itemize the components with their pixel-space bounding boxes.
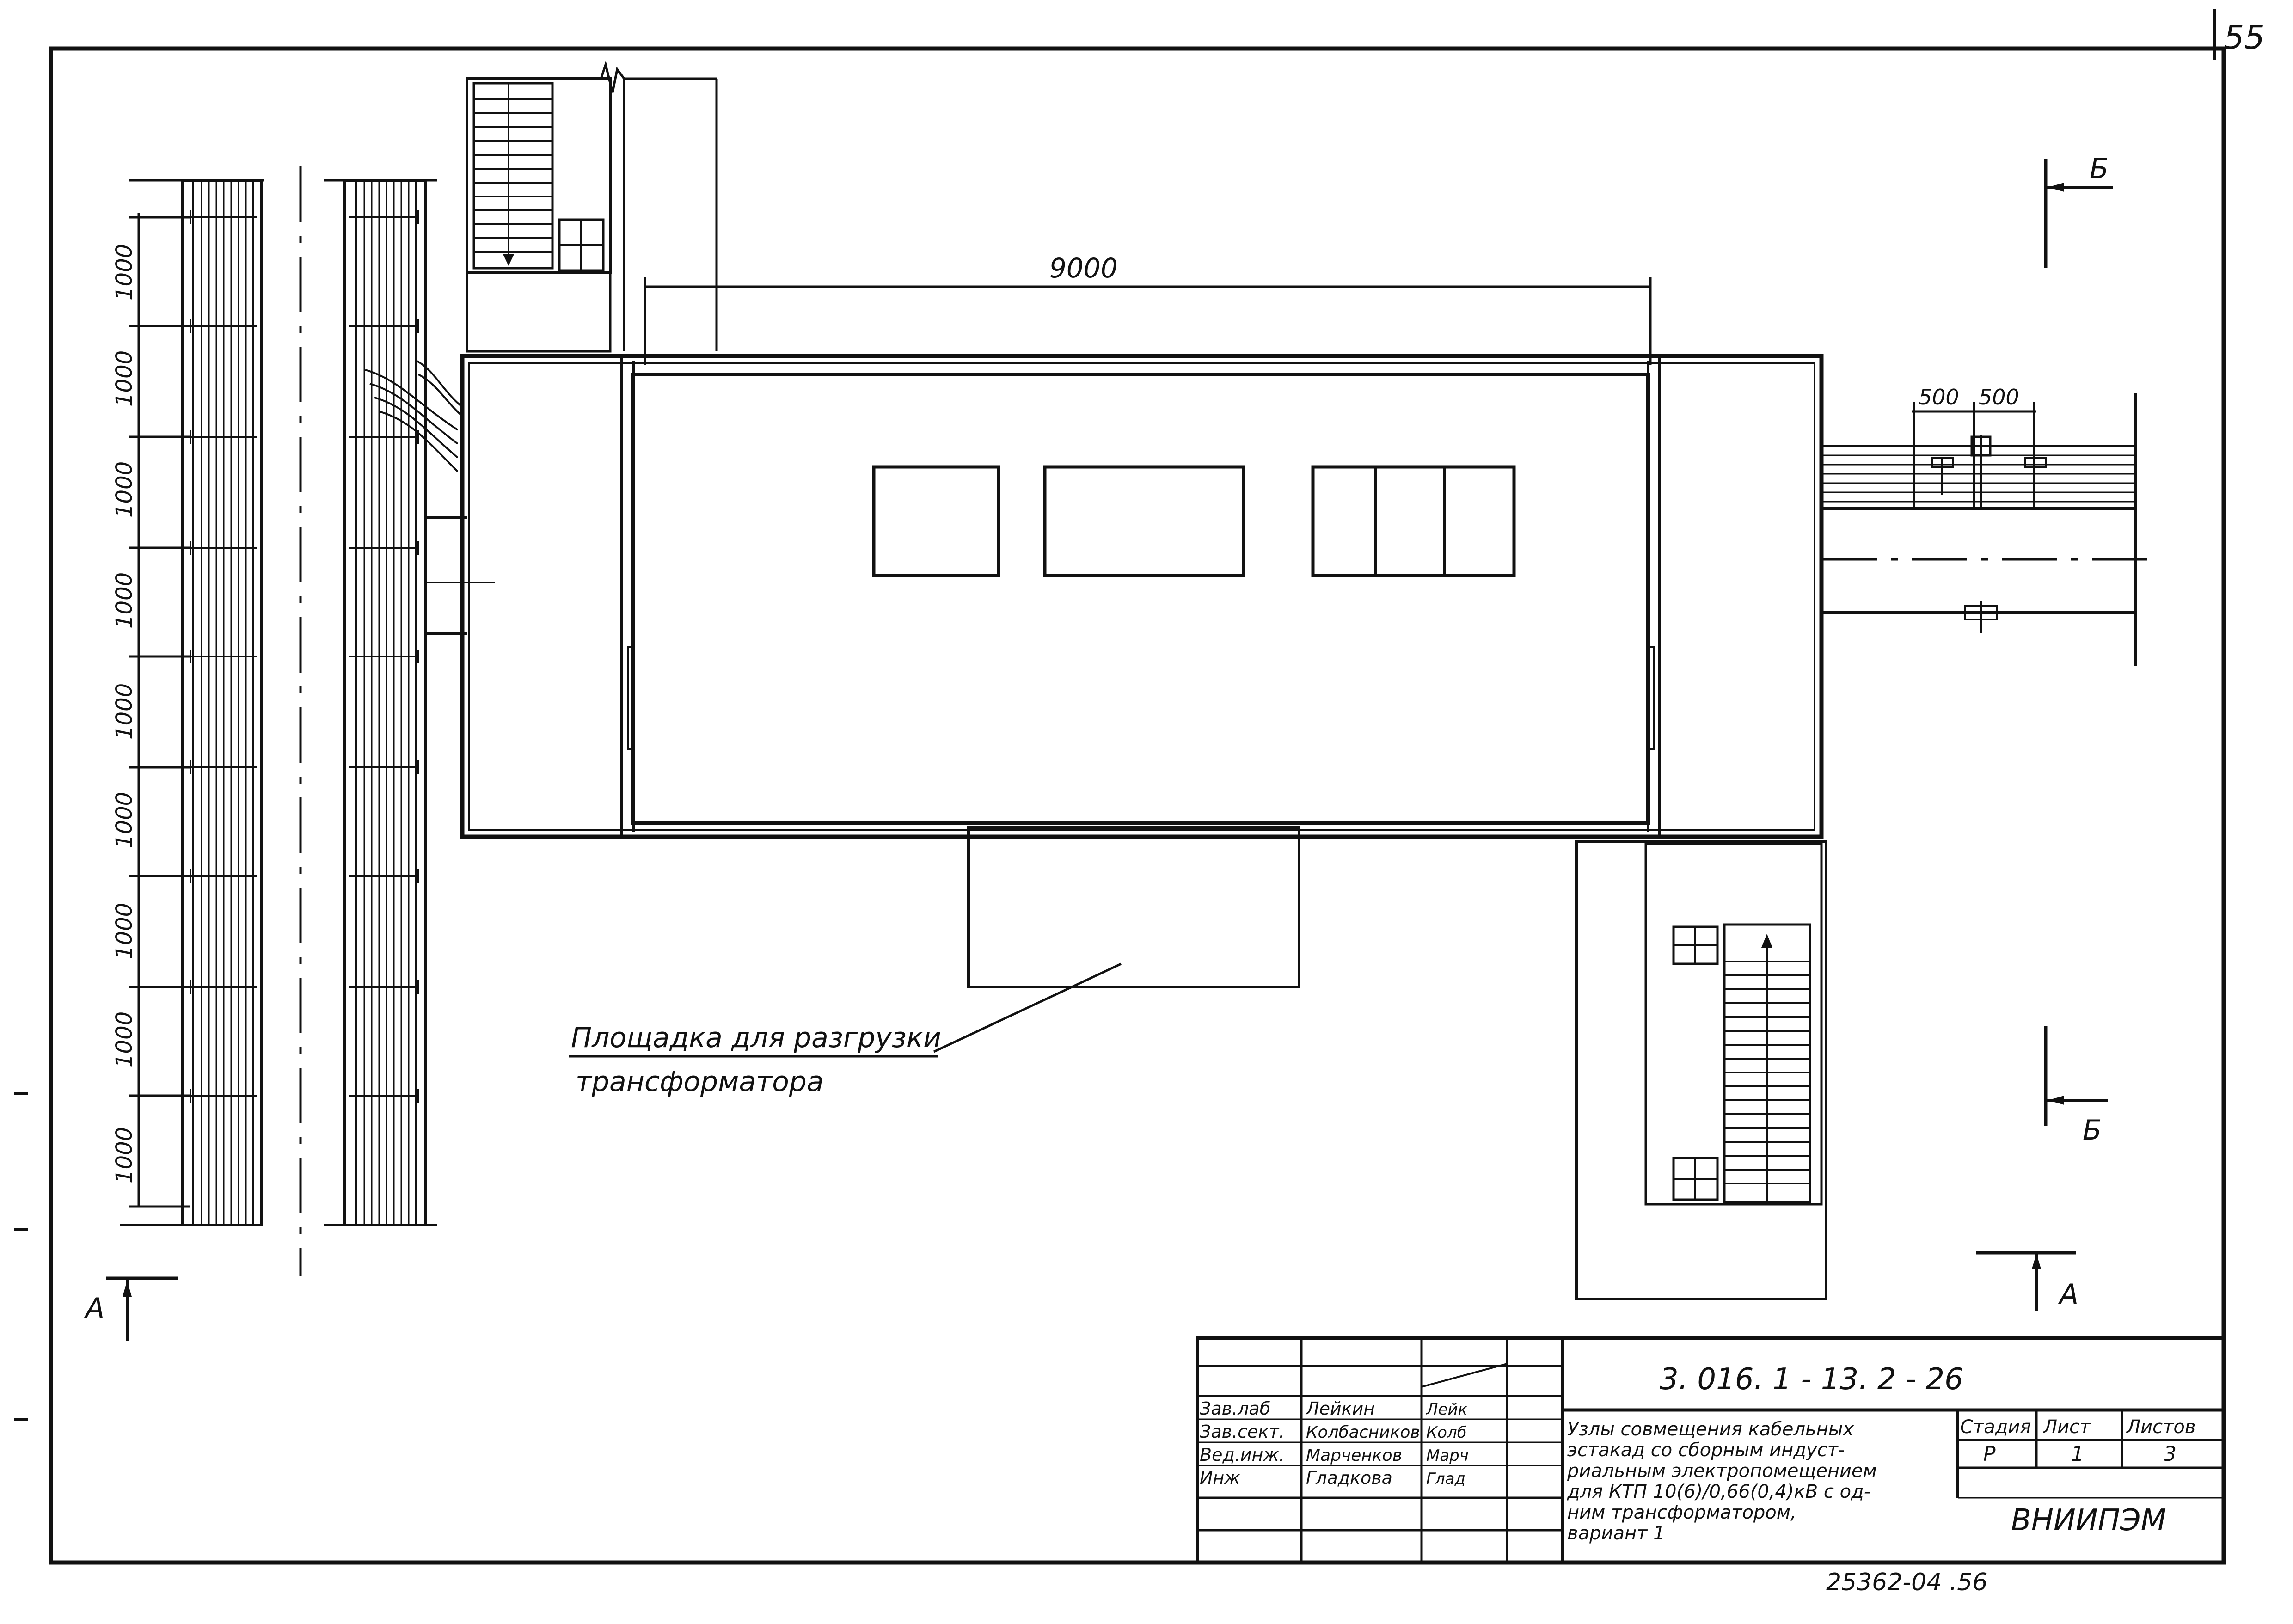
role-label: Зав.сект. <box>1200 1422 1285 1442</box>
right-cable-tray: 500 500 <box>1821 385 2154 666</box>
title-line: Узлы совмещения кабельных <box>1567 1419 1854 1440</box>
pitch-label: 1000 <box>111 350 137 407</box>
pitch-label: 1000 <box>111 792 137 848</box>
callout-line-2: трансформатора <box>576 1066 824 1098</box>
section-label-a-left: А <box>84 1292 104 1324</box>
section-mark-a-right: А <box>1976 1251 2078 1311</box>
person-name: Гладкова <box>1306 1468 1392 1488</box>
pitch-label: 1000 <box>111 1127 137 1183</box>
sheets-value: 3 <box>2164 1442 2177 1466</box>
pitch-label: 1000 <box>111 572 137 629</box>
title-block: 3. 016. 1 - 13. 2 - 26 Зав.лаб Зав.сект.… <box>1196 1336 2226 1564</box>
callout-leader <box>933 962 1122 1053</box>
signature: Глад <box>1426 1470 1465 1488</box>
main-building <box>460 354 1824 839</box>
stair-tower-top <box>466 61 718 353</box>
stage-value: Р <box>1983 1442 1996 1466</box>
pitch-label: 1000 <box>111 461 137 518</box>
person-name: Колбасников <box>1306 1423 1420 1442</box>
left-cable-tray-2 <box>324 179 495 1226</box>
pitch-label: 1000 <box>111 244 137 300</box>
person-name: Марченков <box>1306 1446 1402 1465</box>
dimension-9000: 9000 <box>644 252 1652 365</box>
dimension-label-500-right: 500 <box>1979 385 2019 410</box>
sheet-value: 1 <box>2071 1442 2084 1466</box>
unloading-platform <box>967 826 1300 988</box>
pitch-dimension-chain: 1000 1000 1000 1000 1000 1000 1000 1000 … <box>111 213 190 1208</box>
title-line: вариант 1 <box>1567 1523 1665 1544</box>
title-line: риальным электропомещением <box>1567 1460 1877 1482</box>
left-cable-tray-1 <box>120 179 264 1226</box>
doc-code: 3. 016. 1 - 13. 2 - 26 <box>1660 1362 1963 1397</box>
title-line: эстакад со сборным индуст- <box>1567 1440 1845 1461</box>
col-header-stage: Стадия <box>1960 1416 2031 1438</box>
pitch-label: 1000 <box>111 1011 137 1068</box>
role-label: Инж <box>1200 1468 1240 1488</box>
footer-code: 25362-04 .56 <box>1826 1569 1988 1596</box>
pitch-label: 1000 <box>111 683 137 740</box>
stair-tower-bottom <box>1575 840 1827 1300</box>
section-label-b-top: Б <box>2090 153 2109 185</box>
col-header-sheet: Лист <box>2042 1416 2091 1438</box>
title-line: ним трансформатором, <box>1567 1502 1796 1523</box>
section-mark-b-bottom: Б <box>2044 1026 2108 1146</box>
section-mark-a-left: А <box>84 1276 178 1341</box>
section-mark-b-top: Б <box>2044 153 2113 268</box>
signature: Лейк <box>1425 1400 1468 1419</box>
role-label: Вед.инж. <box>1200 1445 1285 1465</box>
section-label-a-right: А <box>2058 1278 2078 1311</box>
dimension-label-500-left: 500 <box>1919 385 1959 410</box>
section-label-b-bottom: Б <box>2083 1114 2102 1146</box>
callout-line-1: Площадка для разгрузки <box>571 1022 941 1054</box>
dimension-label-9000: 9000 <box>1049 252 1118 284</box>
role-label: Зав.лаб <box>1200 1398 1270 1419</box>
signature: Марч <box>1426 1446 1469 1465</box>
organization-name: ВНИИПЭМ <box>2011 1503 2166 1538</box>
signature: Колб <box>1426 1423 1467 1442</box>
page-number: 55 <box>2224 18 2265 56</box>
pitch-label: 1000 <box>111 903 137 959</box>
col-header-sheets: Листов <box>2126 1416 2195 1438</box>
person-name: Лейкин <box>1305 1398 1375 1419</box>
sheet-frame <box>49 46 2226 1565</box>
title-line: для КТП 10(6)/0,66(0,4)кВ с од- <box>1567 1481 1870 1502</box>
